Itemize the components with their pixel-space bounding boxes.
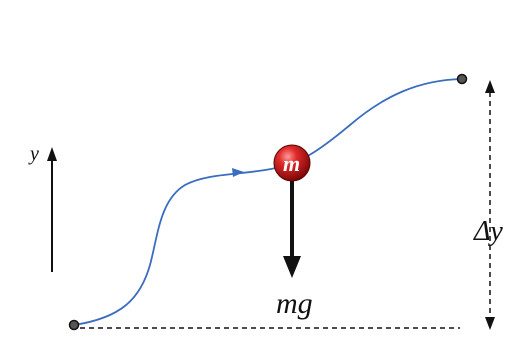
y-axis-arrow (47, 147, 57, 272)
path-direction-arrow (232, 168, 244, 177)
mass-label: m (283, 151, 300, 176)
weight-arrow (283, 180, 301, 278)
end-point (456, 73, 468, 85)
mass-ball (273, 144, 311, 182)
start-point (68, 319, 80, 331)
weight-label: mg (276, 287, 313, 320)
delta-y-measure (485, 80, 495, 330)
trajectory-path (73, 78, 463, 326)
delta-y-label: Δy (473, 216, 503, 247)
y-axis-label: y (28, 143, 39, 165)
